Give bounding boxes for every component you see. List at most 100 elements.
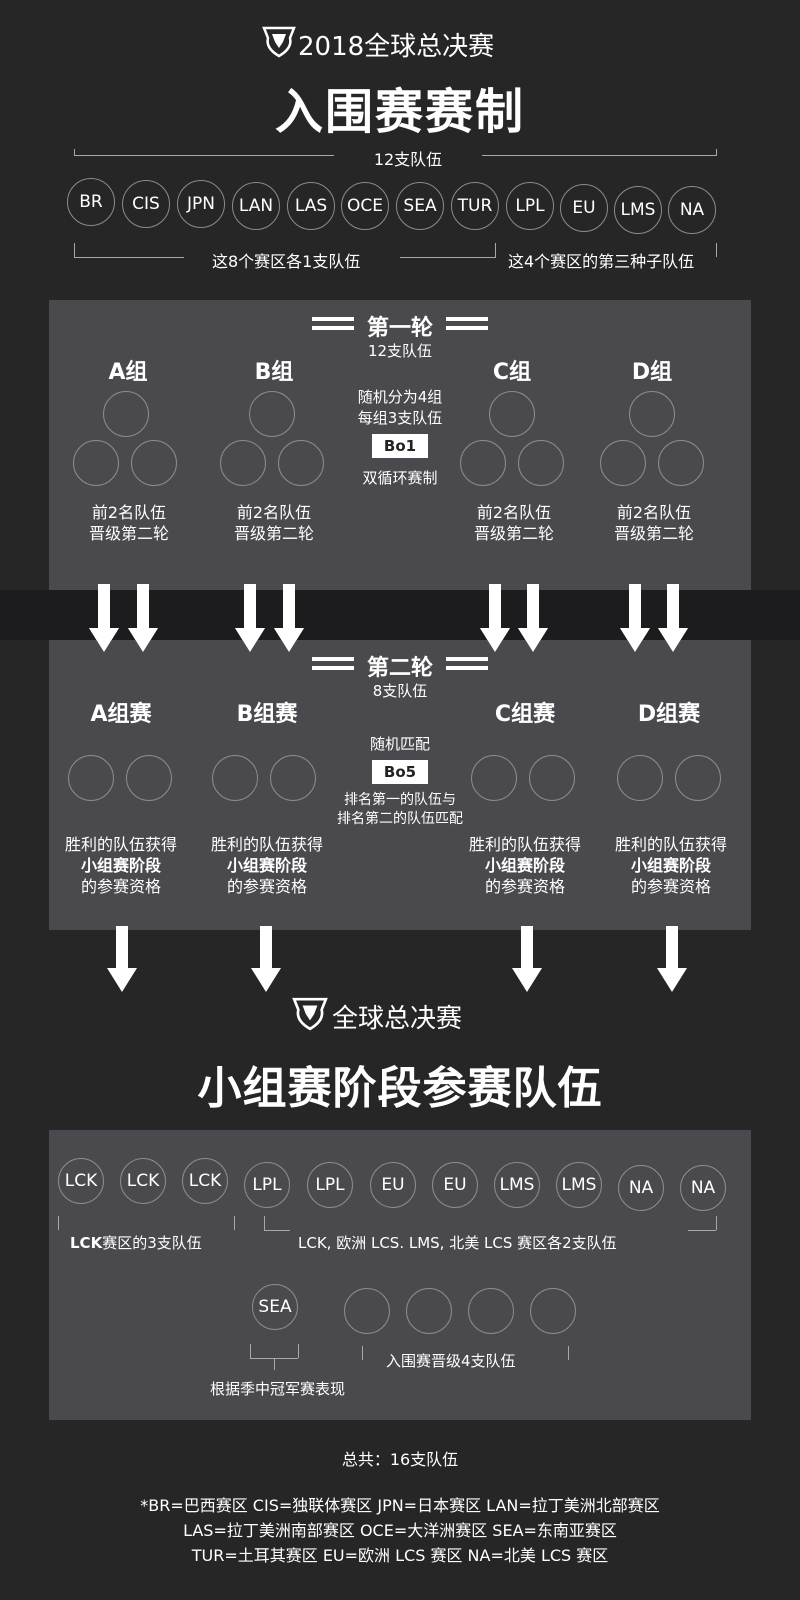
team-badge: EU xyxy=(432,1162,478,1208)
others-bracket-left xyxy=(264,1216,265,1230)
round2-title-deco-left xyxy=(312,666,354,670)
win-line: 胜利的队伍获得 xyxy=(614,835,727,854)
team-badge-sea: SEA xyxy=(252,1284,298,1330)
round2-win-d: 胜利的队伍获得小组赛阶段的参赛资格 xyxy=(600,834,742,897)
round1-count: 12支队伍 xyxy=(367,342,433,360)
match-line: 排名第一的队伍与 xyxy=(344,792,456,808)
others-bracket-right xyxy=(716,1216,717,1230)
round1-slot xyxy=(131,440,177,486)
round1-advance-a: 前2名队伍晋级第二轮 xyxy=(64,502,194,544)
others-note: LCK, 欧洲 LCS. LMS, 北美 LCS 赛区各2支队伍 xyxy=(298,1234,617,1252)
eight-regions-note: 这8个赛区各1支队伍 xyxy=(212,252,361,271)
round1-group-a-label: A组 xyxy=(108,360,148,385)
win-line: 的参赛资格 xyxy=(484,877,565,896)
team-badge: JPN xyxy=(177,180,225,228)
round1-group-b-label: B组 xyxy=(254,360,294,385)
round1-slot xyxy=(658,440,704,486)
round2-count: 8支队伍 xyxy=(372,682,428,700)
win-line: 胜利的队伍获得 xyxy=(64,835,177,854)
bracket-bottom-mid xyxy=(400,257,496,258)
win-line-bold: 小组赛阶段 xyxy=(630,856,711,875)
four-regions-note: 这4个赛区的第三种子队伍 xyxy=(508,252,695,271)
team-badge: CIS xyxy=(122,180,170,228)
round1-desc-1: 随机分为4组 xyxy=(357,388,443,406)
legend-line-3: TUR=土耳其赛区 EU=欧洲 LCS 赛区 NA=北美 LCS 赛区 xyxy=(191,1546,609,1565)
advance-line: 晋级第二轮 xyxy=(473,524,554,543)
team-badge: LAS xyxy=(287,182,335,230)
sea-note: 根据季中冠军赛表现 xyxy=(210,1380,346,1398)
round1-advance-d: 前2名队伍晋级第二轮 xyxy=(589,502,719,544)
round2-group-b-label: B组赛 xyxy=(236,702,298,727)
round1-title-deco-right xyxy=(446,317,488,321)
others-bracket-bottom xyxy=(688,1230,716,1231)
lck-note-rest: 赛区的3支队伍 xyxy=(102,1234,202,1252)
round1-title-deco-left xyxy=(312,317,354,321)
round2-slot xyxy=(126,755,172,801)
lck-bracket-right xyxy=(234,1216,235,1230)
worlds-trophy-logo-top xyxy=(262,26,296,58)
round2-format-badge: Bo5 xyxy=(372,760,428,784)
round1-slot xyxy=(489,391,535,437)
round2-slot xyxy=(471,755,517,801)
lck-note: LCK赛区的3支队伍 xyxy=(70,1232,202,1253)
round1-title-deco-left xyxy=(312,326,354,330)
round2-slot xyxy=(675,755,721,801)
round1-title: 第一轮 xyxy=(366,316,433,341)
round2-group-a-label: A组赛 xyxy=(90,702,152,727)
win-line: 的参赛资格 xyxy=(80,877,161,896)
down-arrow-icon xyxy=(89,584,119,652)
round2-title-deco-right xyxy=(446,666,488,670)
down-arrow-icon xyxy=(274,584,304,652)
sea-bracket-stem xyxy=(274,1358,275,1370)
down-arrow-icon xyxy=(251,926,281,992)
round1-slot xyxy=(73,440,119,486)
round2-match-note: 排名第一的队伍与排名第二的队伍匹配 xyxy=(318,791,482,829)
advance-line: 晋级第二轮 xyxy=(88,524,169,543)
advance-line: 前2名队伍 xyxy=(476,503,552,522)
down-arrow-icon xyxy=(128,584,158,652)
bracket-top-left xyxy=(74,155,334,156)
win-line-bold: 小组赛阶段 xyxy=(80,856,161,875)
round1-desc-2: 每组3支队伍 xyxy=(357,409,443,427)
down-arrow-icon xyxy=(512,926,542,992)
bracket-top-right xyxy=(482,155,717,156)
win-line: 的参赛资格 xyxy=(630,877,711,896)
round1-slot xyxy=(249,391,295,437)
team-badge: LPL xyxy=(307,1162,353,1208)
play-in-slot xyxy=(468,1288,514,1334)
team-badge: LMS xyxy=(556,1162,602,1208)
down-arrow-icon xyxy=(518,584,548,652)
advance-line: 晋级第二轮 xyxy=(613,524,694,543)
round2-slot xyxy=(270,755,316,801)
round1-slot xyxy=(278,440,324,486)
legend-line-1: *BR=巴西赛区 CIS=独联体赛区 JPN=日本赛区 LAN=拉丁美洲北部赛区 xyxy=(140,1496,660,1515)
round2-slot xyxy=(529,755,575,801)
win-line: 胜利的队伍获得 xyxy=(468,835,581,854)
round1-title-deco-right xyxy=(446,326,488,330)
win-line: 的参赛资格 xyxy=(226,877,307,896)
team-badge: SEA xyxy=(396,182,444,230)
team-badge: LPL xyxy=(244,1162,290,1208)
team-badge: EU xyxy=(560,184,608,232)
down-arrow-icon xyxy=(620,584,650,652)
round1-group-d-label: D组 xyxy=(631,360,673,385)
total-count: 总共：16支队伍 xyxy=(341,1450,459,1469)
round1-slot xyxy=(220,440,266,486)
win-line: 胜利的队伍获得 xyxy=(210,835,323,854)
down-arrow-icon xyxy=(657,926,687,992)
play-in-note: 入围赛晋级4支队伍 xyxy=(386,1352,516,1370)
lck-note-bold: LCK xyxy=(70,1234,103,1252)
round2-group-d-label: D组赛 xyxy=(637,702,701,727)
playin-bracket-left xyxy=(362,1346,363,1360)
team-badge: LMS xyxy=(614,186,662,234)
bracket-bottom-mid-tick xyxy=(495,243,496,257)
team-badge: TUR xyxy=(451,182,499,230)
advance-line: 前2名队伍 xyxy=(236,503,312,522)
team-badge: NA xyxy=(680,1165,726,1211)
team-badge: NA xyxy=(668,186,716,234)
worlds-trophy-logo-bottom xyxy=(292,997,328,1031)
bracket-bottom-right-tick xyxy=(716,243,717,257)
bracket-top-right-tick xyxy=(716,149,717,156)
advance-line: 前2名队伍 xyxy=(91,503,167,522)
round2-group-c-label: C组赛 xyxy=(494,702,556,727)
